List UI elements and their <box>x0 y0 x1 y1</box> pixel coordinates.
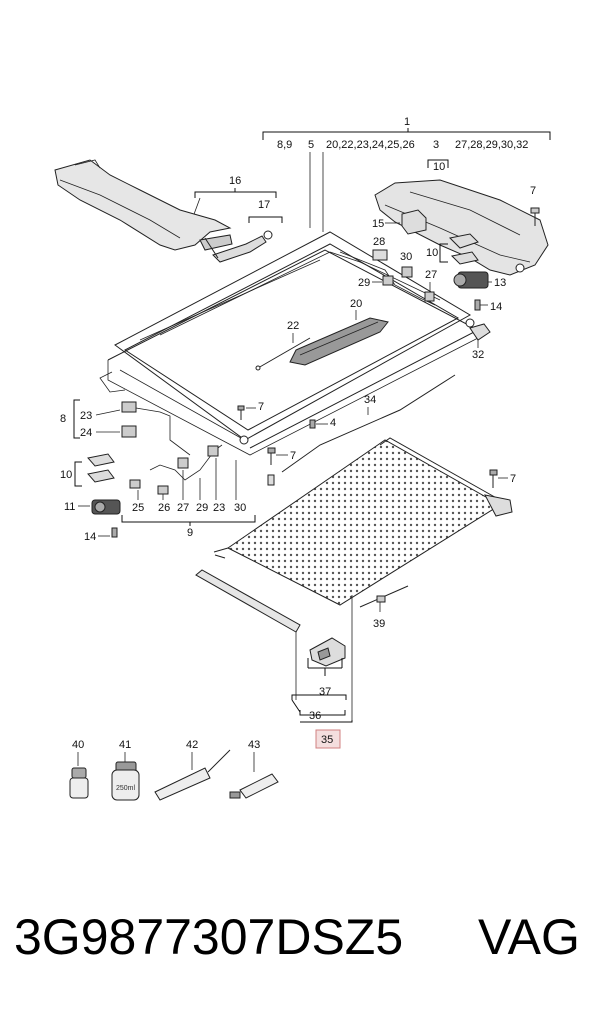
callout-26[interactable]: 26 <box>158 502 170 514</box>
callout-32[interactable]: 32 <box>472 349 484 361</box>
callout-16-group: 16 17 <box>189 175 283 226</box>
callout-27-group[interactable]: 27,28,29,30,32 <box>455 139 528 151</box>
callout-13[interactable]: 13 <box>494 277 506 289</box>
callout-9[interactable]: 9 <box>187 527 193 539</box>
callout-7-a[interactable]: 7 <box>530 185 536 197</box>
strip-36-part <box>195 569 301 633</box>
callout-8[interactable]: 8 <box>60 413 66 425</box>
sunshade-35-part <box>213 437 513 720</box>
callout-15[interactable]: 15 <box>372 218 384 230</box>
screw-4-part: 4 <box>309 417 336 429</box>
callout-27-a[interactable]: 27 <box>425 269 437 281</box>
accessory-42-part: 42 <box>154 739 231 801</box>
motor-13-group: 10 13 14 <box>426 233 506 313</box>
callout-10-top[interactable]: 10 <box>433 161 445 173</box>
callout-1-bracket: 1 8,9 5 20,22,23,24,25,26 3 27,28,29,30,… <box>262 116 551 232</box>
callout-35-group: 35 <box>315 729 341 749</box>
callout-7-c[interactable]: 7 <box>290 450 296 462</box>
bottle-label: 250ml <box>116 785 136 792</box>
callout-24[interactable]: 24 <box>80 427 92 439</box>
highlight-box <box>315 729 341 749</box>
callout-40[interactable]: 40 <box>72 739 84 751</box>
callout-36[interactable]: 36 <box>309 710 321 722</box>
callout-7-d[interactable]: 7 <box>510 473 516 485</box>
screw-7-b-part: 7 <box>237 401 264 420</box>
callout-1[interactable]: 1 <box>404 116 410 128</box>
cable-34-part: 34 <box>281 374 456 473</box>
callout-27-b[interactable]: 27 <box>177 502 189 514</box>
motor-11-group: 10 11 14 <box>60 453 121 543</box>
callout-3[interactable]: 3 <box>433 139 439 151</box>
callout-22[interactable]: 22 <box>287 320 299 332</box>
switch-15-part: 15 <box>372 209 427 235</box>
accessory-40-part: 40 <box>69 739 89 799</box>
brand-label: VAG <box>478 909 580 965</box>
callout-42[interactable]: 42 <box>186 739 198 751</box>
callout-41[interactable]: 41 <box>119 739 131 751</box>
callout-10-right[interactable]: 10 <box>426 247 438 259</box>
callout-20[interactable]: 20 <box>350 298 362 310</box>
callout-17[interactable]: 17 <box>258 199 270 211</box>
clip-32-part: 32 <box>469 323 491 361</box>
callout-30-b[interactable]: 30 <box>234 502 246 514</box>
screw-7-c-part: 7 <box>267 447 296 486</box>
callout-14-b[interactable]: 14 <box>84 531 96 543</box>
callout-4[interactable]: 4 <box>330 417 336 429</box>
screw-7-d-part: 7 <box>489 469 516 488</box>
callout-36-group: 36 <box>291 699 353 723</box>
callout-8-group: 8 23 24 <box>60 399 191 456</box>
callout-5[interactable]: 5 <box>308 139 314 151</box>
carriage-20-part: 20 <box>289 298 389 366</box>
callout-28[interactable]: 28 <box>373 236 385 248</box>
callout-35[interactable]: 35 <box>321 734 333 746</box>
accessory-43-part: 43 <box>229 739 279 799</box>
callout-11[interactable]: 11 <box>64 501 75 513</box>
callout-7-b[interactable]: 7 <box>258 401 264 413</box>
cable-22-part: 22 <box>255 320 311 371</box>
callout-9-group: 25 26 27 29 23 30 9 <box>121 444 256 539</box>
callout-39[interactable]: 39 <box>373 618 385 630</box>
callout-43[interactable]: 43 <box>248 739 260 751</box>
callout-34[interactable]: 34 <box>364 394 376 406</box>
callout-23-b[interactable]: 23 <box>213 502 225 514</box>
wiring-harness-part: 30 29 27 <box>339 251 437 306</box>
callout-37[interactable]: 37 <box>319 686 331 698</box>
clip-37-part: 37 <box>291 632 347 700</box>
callout-30-a[interactable]: 30 <box>400 251 412 263</box>
linkage-17-part <box>204 230 273 263</box>
callout-29-b[interactable]: 29 <box>196 502 208 514</box>
callout-29-a[interactable]: 29 <box>358 277 370 289</box>
sunroof-frame-part <box>99 231 480 456</box>
callout-23-a[interactable]: 23 <box>80 410 92 422</box>
part-number: 3G9877307DSZ5 <box>14 909 404 965</box>
guide-39-part: 39 <box>359 585 409 630</box>
wind-deflector-part <box>54 159 233 251</box>
callout-25[interactable]: 25 <box>132 502 144 514</box>
callout-28-group: 28 <box>372 236 388 261</box>
callout-20-group[interactable]: 20,22,23,24,25,26 <box>326 139 415 151</box>
callout-8-9[interactable]: 8,9 <box>277 139 292 151</box>
screw-7-top-part: 7 <box>530 185 540 226</box>
callout-10-left[interactable]: 10 <box>60 469 72 481</box>
callout-14-a[interactable]: 14 <box>490 301 502 313</box>
accessory-41-part: 41 250ml <box>111 739 140 801</box>
callout-16[interactable]: 16 <box>229 175 241 187</box>
